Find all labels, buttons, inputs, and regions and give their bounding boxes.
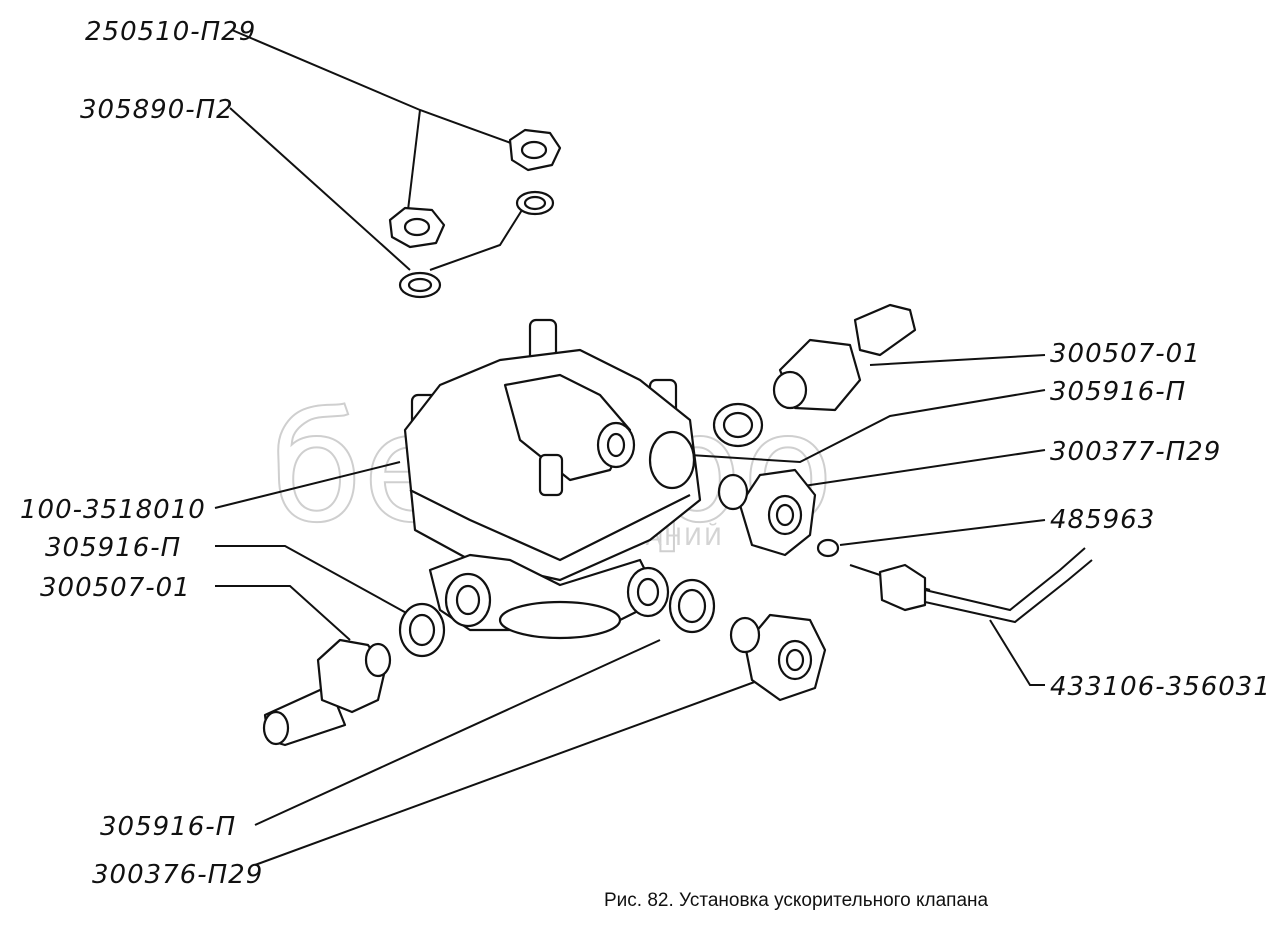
label-fitting-left: 300507-01 <box>40 573 191 603</box>
nut-top-right <box>508 128 562 172</box>
fitting-right-top <box>772 303 917 412</box>
label-nut-right: 300377-П29 <box>1050 437 1221 467</box>
figure-caption: Рис. 82. Установка ускорительного клапан… <box>604 890 989 911</box>
valve-body <box>403 318 702 640</box>
washer-top-right <box>515 190 555 216</box>
washer-top-left <box>398 271 442 299</box>
tube-assembly <box>849 547 1093 624</box>
label-fitting-right: 300507-01 <box>1050 339 1201 369</box>
fitting-left <box>262 638 392 747</box>
label-gasket-bottom: 305916-П <box>100 812 236 842</box>
gasket-bottom <box>668 578 716 634</box>
label-ring-right: 485963 <box>1050 505 1155 535</box>
label-gasket-left: 305916-П <box>45 533 181 563</box>
label-gasket-right: 305916-П <box>1050 377 1186 407</box>
ring-right <box>816 538 840 558</box>
label-washer-top: 305890-П2 <box>80 95 234 125</box>
nut-top-left <box>388 206 446 249</box>
label-valve-body: 100-3518010 <box>20 495 206 525</box>
gasket-right-top <box>712 402 764 448</box>
part-labels: 250510-П29 305890-П2 100-3518010 305916-… <box>20 17 1268 890</box>
nut-bottom <box>729 613 827 702</box>
label-nut-bottom: 300376-П29 <box>92 860 263 890</box>
nut-right <box>717 468 817 557</box>
gasket-left <box>398 602 446 658</box>
leader-lines <box>214 29 1046 866</box>
label-tube: 433106-3560316 <box>1050 672 1268 702</box>
label-nut-top: 250510-П29 <box>85 17 256 47</box>
